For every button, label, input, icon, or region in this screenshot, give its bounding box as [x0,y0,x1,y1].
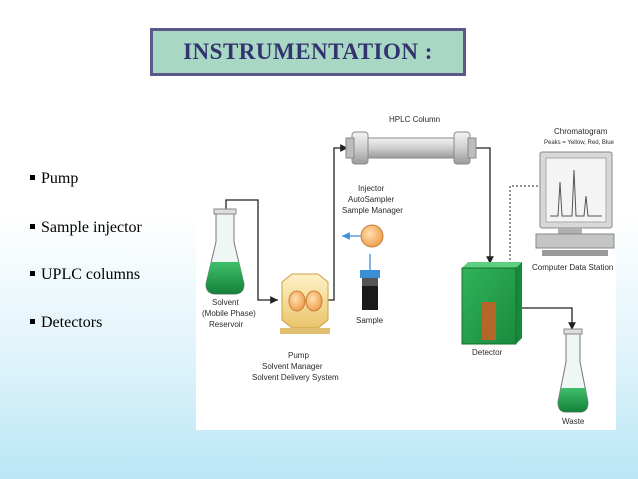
bullet-item-pump: Pump [30,170,78,188]
bullet-item-detectors: Detectors [30,314,102,332]
chromatogram-peaks-label: Peaks = Yellow, Red, Blue [544,140,615,146]
reservoir-label: Reservoir [209,320,244,329]
slide-title: INSTRUMENTATION : [183,39,433,64]
sample-vial-icon [360,270,380,310]
bullet-marker-icon [30,174,35,180]
data-link-line [509,185,538,264]
solvent-flask-icon [205,208,245,295]
waste-label: Waste [562,417,585,426]
slide-title-box: INSTRUMENTATION : [150,28,466,76]
tubing-lines [225,144,576,330]
hplc-diagram-svg: HPLC Column Injector AutoSampler Sample … [202,115,615,426]
chromatogram-label: Chromatogram [554,127,608,136]
pump-label: Pump [288,351,309,360]
bullet-marker-icon [30,223,35,229]
autosampler-label: AutoSampler [348,195,395,204]
computer-label: Computer Data Station [532,263,613,272]
sample-manager-label: Sample Manager [342,206,403,215]
mobile-phase-label: (Mobile Phase) [202,309,256,318]
waste-flask-icon [557,328,589,413]
computer-icon [535,151,615,256]
bullet-marker-icon [30,270,35,276]
pump-icon [280,273,330,334]
hplc-column-label: HPLC Column [389,115,440,124]
bullet-marker-icon [30,318,35,324]
detector-icon [461,262,522,345]
bullet-item-sample-injector: Sample injector [30,219,142,237]
bullet-item-uplc-columns: UPLC columns [30,266,140,284]
injector-label: Injector [358,184,385,193]
solvent-manager-label: Solvent Manager [262,362,323,371]
hplc-diagram: HPLC Column Injector AutoSampler Sample … [196,112,616,430]
solvent-label: Solvent [212,298,239,307]
solvent-delivery-label: Solvent Delivery System [252,373,339,382]
sample-label: Sample [356,316,384,325]
hplc-column-icon [345,131,477,165]
injector-icon [360,224,384,248]
detector-label: Detector [472,348,503,357]
